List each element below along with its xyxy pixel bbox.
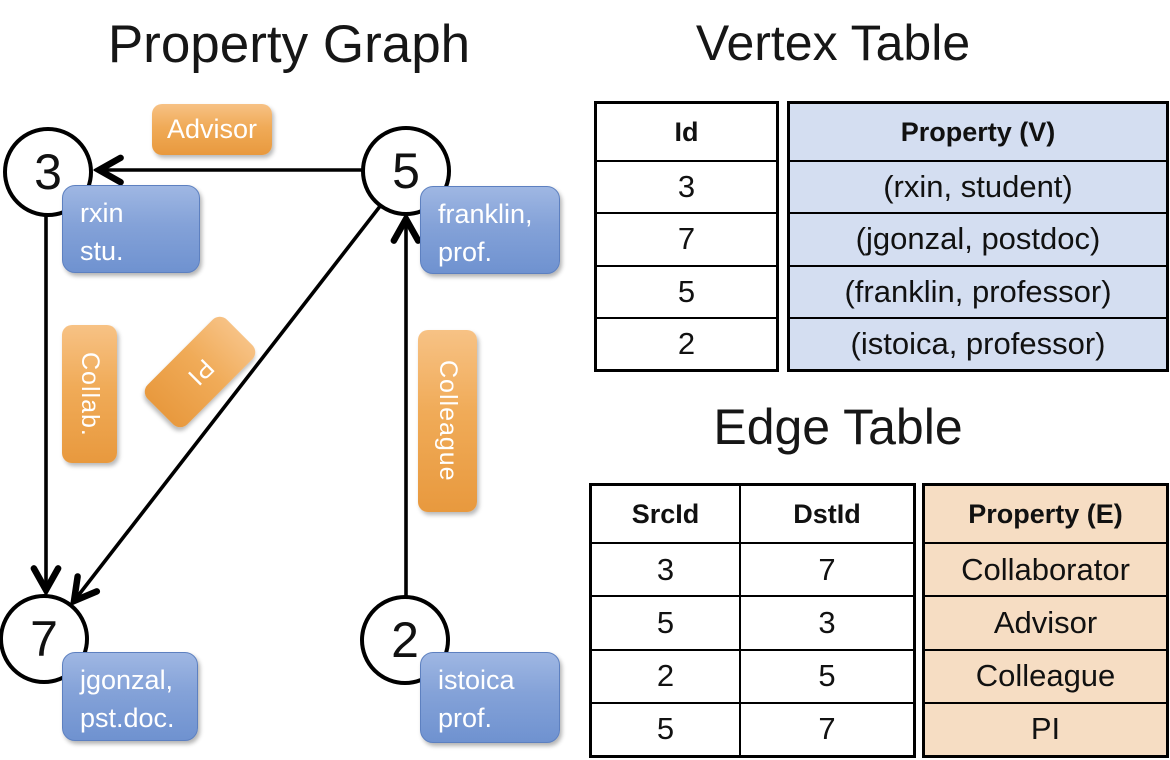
edge-table-dstid: 7 <box>818 551 836 587</box>
vertex-table-row-property: (franklin, professor) <box>790 264 1166 317</box>
vertex-table-row-property: (istoica, professor) <box>790 316 1166 369</box>
vertex-table-property-column: Property (V) (rxin, student) (jgonzal, p… <box>787 101 1169 372</box>
vertex-table-id-header: Id <box>674 116 699 147</box>
vertex-table-row-id: 3 <box>597 160 776 212</box>
edge-table-row-ids: 3 7 <box>592 542 913 596</box>
node-2-property-line1: istoica <box>438 665 515 695</box>
node-5-property-line2: prof. <box>438 237 493 267</box>
edge-table-row-property: Advisor <box>925 595 1166 648</box>
edge-label-collab: Collab. <box>62 325 117 463</box>
node-3-property-line2: stu. <box>80 236 124 266</box>
node-5-property-line1: franklin, <box>438 199 533 229</box>
edge-table-srcid: 3 <box>592 544 741 596</box>
property-graph-title: Property Graph <box>107 15 471 74</box>
edge-table-row-ids: 5 7 <box>592 701 913 755</box>
node-5-id: 5 <box>392 143 420 199</box>
edge-table-srcid: 5 <box>592 703 741 755</box>
node-2-property-box: istoica prof. <box>420 652 560 743</box>
edge-table-property-column: Property (E) Collaborator Advisor Collea… <box>922 483 1169 758</box>
edge-table-dstid: 7 <box>818 711 836 747</box>
edge-table-id-columns: SrcId DstId 3 7 5 3 2 5 5 7 <box>589 483 916 758</box>
edge-table-row-ids: 5 3 <box>592 595 913 649</box>
edge-label-advisor: Advisor <box>152 104 272 155</box>
edge-table-id-header-row: SrcId DstId <box>592 486 913 542</box>
vertex-table-property-header: Property (V) <box>900 116 1056 147</box>
edge-table-row-property: PI <box>925 701 1166 755</box>
edge-5-to-7-pi <box>74 203 383 601</box>
vertex-table-row-id: 2 <box>597 316 776 369</box>
vertex-table-row-property: (jgonzal, postdoc) <box>790 212 1166 264</box>
node-7-property-line2: pst.doc. <box>80 703 175 733</box>
node-5-property-box: franklin, prof. <box>420 186 560 274</box>
node-7-property-box: jgonzal, pst.doc. <box>62 652 198 741</box>
node-2-property-line2: prof. <box>438 703 493 733</box>
edge-table-srcid: 5 <box>592 597 741 649</box>
vertex-table-row-id: 7 <box>597 212 776 264</box>
edge-label-colleague: Colleague <box>418 330 477 512</box>
node-2-id: 2 <box>391 612 419 668</box>
node-7-property-line1: jgonzal, <box>80 665 174 695</box>
graph-node-2: 2 <box>360 595 450 685</box>
graph-edges-canvas <box>0 0 580 760</box>
vertex-table-id-column: Id 3 7 5 2 <box>594 101 779 372</box>
edge-table-row-ids: 2 5 <box>592 648 913 702</box>
edge-table-property-header: Property (E) <box>968 498 1123 529</box>
vertex-table-row-property: (rxin, student) <box>790 160 1166 212</box>
edge-table-row-property: Colleague <box>925 648 1166 702</box>
edge-table-dstid-header: DstId <box>793 498 861 529</box>
node-3-property-line1: rxin <box>80 198 124 228</box>
graph-node-5: 5 <box>361 126 451 216</box>
node-7-id: 7 <box>30 611 58 667</box>
edge-table-srcid: 2 <box>592 650 741 702</box>
edge-table-title: Edge Table <box>713 399 963 455</box>
vertex-table-row-id: 5 <box>597 264 776 317</box>
node-3-property-box: rxin stu. <box>62 185 200 273</box>
node-3-id: 3 <box>34 144 62 200</box>
vertex-table-title: Vertex Table <box>695 15 971 71</box>
edge-table-dstid: 3 <box>818 604 836 640</box>
edge-table-dstid: 5 <box>818 658 836 694</box>
edge-table-srcid-header: SrcId <box>592 486 741 542</box>
edge-table-row-property: Collaborator <box>925 542 1166 595</box>
